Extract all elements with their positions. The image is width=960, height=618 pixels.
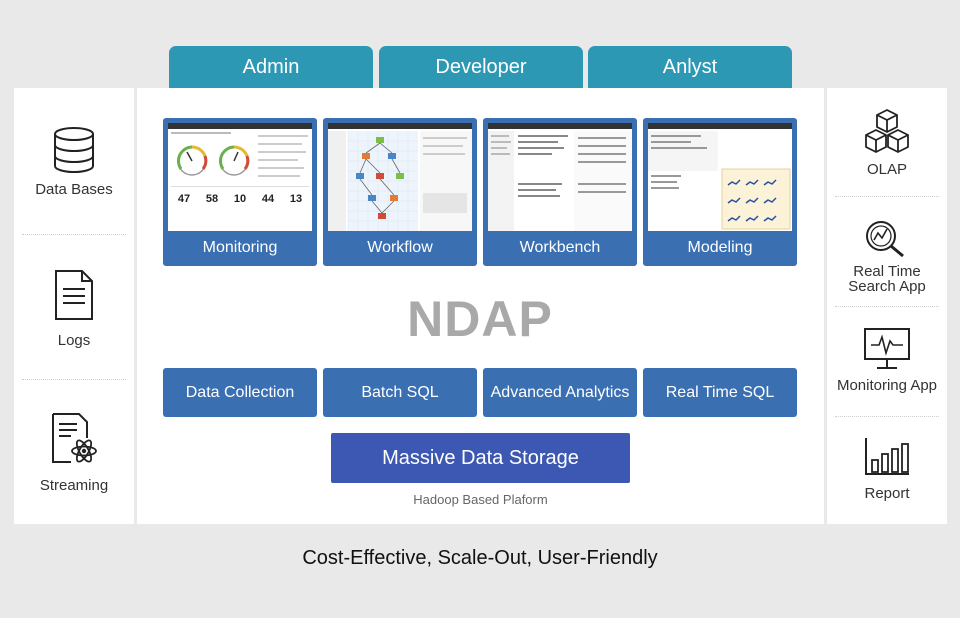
output-monitoring-label: Monitoring App xyxy=(836,377,938,394)
source-streaming-label: Streaming xyxy=(39,477,109,494)
divider xyxy=(835,196,939,197)
source-logs: Logs xyxy=(14,269,134,348)
output-report: Report xyxy=(827,436,947,501)
monitoring-screenshot: 47 58 10 44 13 xyxy=(168,123,312,231)
database-icon xyxy=(54,127,94,173)
document-icon xyxy=(55,270,93,320)
massive-data-storage[interactable]: Massive Data Storage xyxy=(331,433,630,483)
metric-value: 47 xyxy=(177,193,191,205)
data-sources-panel: Data Bases Logs Streaming xyxy=(14,88,134,524)
output-search-label: Real Time Search App xyxy=(848,264,926,294)
output-report-label: Report xyxy=(864,485,910,502)
platform-name: NDAP xyxy=(407,291,553,347)
bar-chart-icon xyxy=(865,438,909,475)
workbench-screenshot xyxy=(488,123,632,231)
output-search-label-line1: Real Time xyxy=(853,263,921,280)
metric-value: 44 xyxy=(261,193,275,205)
monitor-pulse-icon xyxy=(864,328,910,369)
tool-card-workbench[interactable]: Workbench xyxy=(483,118,637,266)
divider xyxy=(22,234,126,235)
module-advanced-analytics[interactable]: Advanced Analytics xyxy=(483,368,637,417)
tool-label-workbench: Workbench xyxy=(519,239,601,256)
output-monitoring-app: Monitoring App xyxy=(827,326,947,393)
metric-value: 58 xyxy=(205,193,219,205)
outputs-panel: OLAP Real Time Search App Monitoring App xyxy=(827,88,947,524)
search-analytics-icon xyxy=(866,221,904,258)
monitoring-metrics: 47 58 10 44 13 xyxy=(170,193,310,205)
divider xyxy=(22,379,126,380)
module-data-collection[interactable]: Data Collection xyxy=(163,368,317,417)
tab-developer[interactable]: Developer xyxy=(379,46,583,88)
output-olap: OLAP xyxy=(827,108,947,177)
workflow-screenshot xyxy=(328,123,472,231)
tab-admin[interactable]: Admin xyxy=(169,46,373,88)
tool-label-monitoring: Monitoring xyxy=(202,239,278,256)
output-search-label-line2: Search App xyxy=(848,278,926,295)
source-streaming: Streaming xyxy=(14,412,134,493)
tab-analyst[interactable]: Anlyst xyxy=(588,46,792,88)
tagline: Cost-Effective, Scale-Out, User-Friendly xyxy=(302,547,658,569)
module-real-time-sql[interactable]: Real Time SQL xyxy=(643,368,797,417)
modeling-screenshot xyxy=(648,123,792,231)
source-logs-label: Logs xyxy=(57,332,91,349)
output-olap-label: OLAP xyxy=(866,161,908,178)
module-batch-sql[interactable]: Batch SQL xyxy=(323,368,477,417)
tool-label-workflow: Workflow xyxy=(367,239,433,256)
output-search-app: Real Time Search App xyxy=(827,218,947,294)
cubes-icon xyxy=(865,109,909,153)
source-databases-label: Data Bases xyxy=(35,181,113,198)
source-databases: Data Bases xyxy=(14,126,134,197)
divider xyxy=(835,306,939,307)
divider xyxy=(835,416,939,417)
metric-value: 13 xyxy=(289,193,303,205)
tool-card-modeling[interactable]: Modeling xyxy=(643,118,797,266)
tool-card-monitoring[interactable]: 47 58 10 44 13 Monitoring xyxy=(163,118,317,266)
storage-caption: Hadoop Based Plaform xyxy=(413,492,548,507)
tool-card-workflow[interactable]: Workflow xyxy=(323,118,477,266)
metric-value: 10 xyxy=(233,193,247,205)
streaming-document-icon xyxy=(52,413,97,463)
tool-label-modeling: Modeling xyxy=(687,239,753,256)
